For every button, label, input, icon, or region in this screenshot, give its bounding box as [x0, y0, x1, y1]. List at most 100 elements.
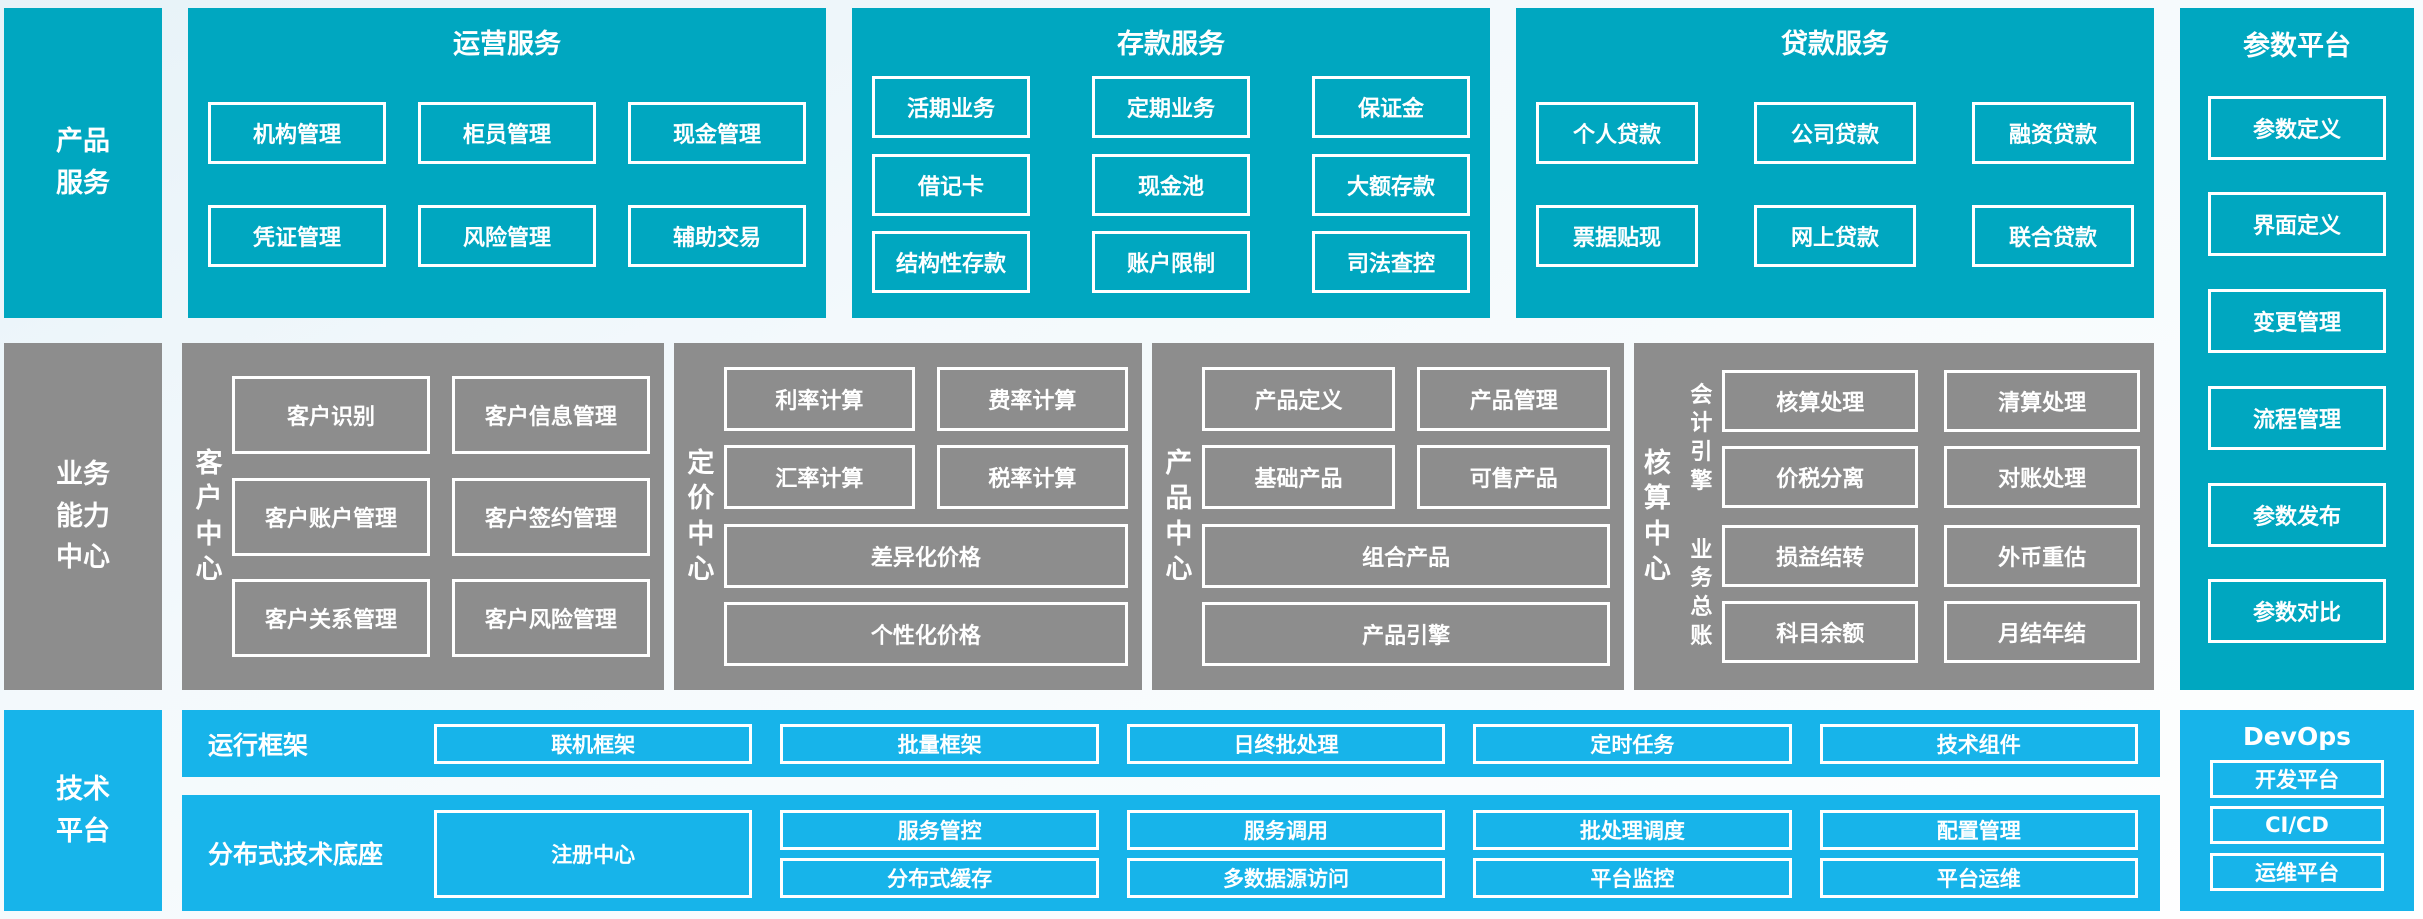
parameter-platform-title: 参数平台: [2243, 31, 2351, 62]
panel-deposit-services: 存款服务 活期业务 定期业务 保证金 借记卡 现金池 大额存款 结构性存款 账户…: [852, 8, 1490, 318]
capability-box: 价税分离: [1722, 446, 1919, 508]
devops-title: DevOps: [2242, 722, 2352, 751]
sidebar-capability-center: 业务能力中心: [4, 343, 162, 690]
capability-box: 科目余额: [1722, 601, 1919, 663]
runtime-framework-boxes: 联机框架 批量框架 日终批处理 定时任务 技术组件: [434, 723, 2138, 764]
panel-operations-title: 运营服务: [453, 29, 561, 60]
service-box: 活期业务: [872, 76, 1030, 139]
service-box: 柜员管理: [418, 102, 596, 164]
devops-box: 开发平台: [2210, 759, 2384, 798]
tech-box: 批处理调度: [1473, 810, 1792, 850]
capability-box: 损益结转: [1722, 525, 1919, 587]
center-product: 产品中心 产品定义 产品管理 基础产品 可售产品 组合产品 产品引擎: [1151, 343, 1625, 690]
parameter-box: 流程管理: [2208, 385, 2386, 450]
capability-box: 客户风险管理: [451, 578, 650, 657]
accounting-engine-grid: 核算处理 清算处理 价税分离 对账处理: [1722, 370, 2140, 508]
tech-platform-main: 运行框架 联机框架 批量框架 日终批处理 定时任务 技术组件 分布式技术底座 注…: [182, 710, 2160, 911]
capability-box: 客户账户管理: [232, 477, 430, 556]
capability-box: 基础产品: [1201, 445, 1396, 510]
tech-box: 服务调用: [1126, 810, 1446, 850]
capability-box: 差异化价格: [723, 523, 1128, 588]
service-box: 保证金: [1312, 76, 1470, 139]
parameter-box: 变更管理: [2208, 289, 2386, 354]
service-box: 机构管理: [208, 102, 386, 164]
capability-box: 客户信息管理: [451, 376, 650, 455]
service-box: 大额存款: [1312, 153, 1470, 216]
panel-operations-services: 运营服务 机构管理 柜员管理 现金管理 凭证管理 风险管理 辅助交易: [188, 8, 826, 318]
business-ledger-group: 业务总账 损益结转 外币重估 科目余额 月结年结: [1680, 525, 2140, 663]
tech-box: 服务管控: [780, 810, 1099, 850]
capability-box: 清算处理: [1944, 370, 2140, 432]
capability-box: 产品管理: [1417, 367, 1611, 432]
product-center-label: 产品中心: [1165, 448, 1193, 585]
operations-grid: 机构管理 柜员管理 现金管理 凭证管理 风险管理 辅助交易: [208, 61, 806, 308]
tech-box: 批量框架: [780, 723, 1099, 764]
distributed-base-label: 分布式技术底座: [208, 840, 384, 869]
tech-box: 配置管理: [1819, 810, 2138, 850]
upper-region: 产品服务 运营服务 机构管理 柜员管理 现金管理 凭证管理 风险管理 辅助交易 …: [4, 8, 2414, 690]
service-box: 借记卡: [872, 153, 1030, 216]
service-box: 定期业务: [1092, 76, 1250, 139]
registry-center-box: 注册中心: [434, 810, 753, 898]
upper-left-region: 产品服务 运营服务 机构管理 柜员管理 现金管理 凭证管理 风险管理 辅助交易 …: [4, 8, 2154, 690]
capability-box: 税率计算: [936, 445, 1128, 510]
tech-platform-row: 技术平台 运行框架 联机框架 批量框架 日终批处理 定时任务 技术组件 分布式技…: [4, 710, 2414, 911]
panel-loan-title: 贷款服务: [1781, 29, 1889, 60]
center-pricing: 定价中心 利率计算 费率计算 汇率计算 税率计算 差异化价格 个性化价格: [673, 343, 1142, 690]
service-box: 凭证管理: [208, 205, 386, 267]
tech-box: 定时任务: [1473, 723, 1792, 764]
sidebar-tech-platform-label: 技术平台: [56, 773, 110, 847]
service-box: 辅助交易: [628, 205, 806, 267]
center-customer: 客户中心 客户识别 客户信息管理 客户账户管理 客户签约管理 客户关系管理 客户…: [182, 343, 664, 690]
parameter-box: 参数定义: [2208, 95, 2386, 160]
accounting-engine-group: 会计引擎 核算处理 清算处理 价税分离 对账处理: [1680, 370, 2140, 508]
sidebar-product-services: 产品服务: [4, 8, 162, 318]
business-ledger-label: 业务总账: [1690, 537, 1713, 649]
devops-box: 运维平台: [2210, 852, 2384, 891]
service-box: 联合贷款: [1972, 205, 2134, 267]
devops-list: 开发平台 CI/CD 运维平台: [2210, 751, 2384, 899]
service-box: 结构性存款: [872, 230, 1030, 293]
service-box: 司法查控: [1312, 230, 1470, 293]
capability-box: 利率计算: [723, 367, 915, 432]
sidebar-tech-platform: 技术平台: [4, 710, 162, 911]
capability-box: 对账处理: [1944, 446, 2140, 508]
capability-box: 核算处理: [1722, 370, 1919, 432]
capability-box: 可售产品: [1417, 445, 1611, 510]
service-box: 风险管理: [418, 205, 596, 267]
tech-box: 平台监控: [1473, 858, 1792, 898]
loan-grid: 个人贷款 公司贷款 融资贷款 票据贴现 网上贷款 联合贷款: [1536, 61, 2134, 308]
panel-devops: DevOps 开发平台 CI/CD 运维平台: [2180, 710, 2414, 911]
product-center-grid: 产品定义 产品管理 基础产品 可售产品 组合产品 产品引擎: [1201, 353, 1611, 680]
pricing-center-grid: 利率计算 费率计算 汇率计算 税率计算 差异化价格 个性化价格: [723, 353, 1128, 680]
customer-center-label: 客户中心: [195, 448, 223, 585]
capability-box: 汇率计算: [723, 445, 915, 510]
customer-center-grid: 客户识别 客户信息管理 客户账户管理 客户签约管理 客户关系管理 客户风险管理: [232, 353, 650, 680]
distributed-base-boxes: 注册中心 服务管控 服务调用 批处理调度 配置管理 分布式缓存 多数据源访问 平…: [434, 795, 2138, 911]
panel-deposit-title: 存款服务: [1117, 29, 1225, 60]
panel-distributed-base: 分布式技术底座 注册中心 服务管控 服务调用 批处理调度 配置管理 分布式缓存 …: [182, 795, 2160, 911]
tech-box: 分布式缓存: [780, 858, 1099, 898]
sidebar-capability-center-label: 业务能力中心: [56, 458, 110, 574]
tech-box: 多数据源访问: [1126, 858, 1446, 898]
product-services-row: 产品服务 运营服务 机构管理 柜员管理 现金管理 凭证管理 风险管理 辅助交易 …: [4, 8, 2154, 318]
sidebar-product-services-label: 产品服务: [56, 126, 110, 199]
accounting-engine-label: 会计引擎: [1690, 382, 1713, 494]
business-ledger-grid: 损益结转 外币重估 科目余额 月结年结: [1722, 525, 2140, 663]
pricing-center-label: 定价中心: [687, 448, 715, 585]
panel-runtime-framework: 运行框架 联机框架 批量框架 日终批处理 定时任务 技术组件: [182, 710, 2160, 777]
tech-box: 平台运维: [1819, 858, 2138, 898]
tech-box: 联机框架: [434, 723, 753, 764]
capability-box: 组合产品: [1201, 523, 1611, 588]
tech-box: 技术组件: [1819, 723, 2138, 764]
devops-box: CI/CD: [2210, 806, 2384, 844]
capability-box: 外币重估: [1944, 525, 2140, 587]
capability-box: 客户识别: [232, 376, 430, 455]
capability-box: 产品引擎: [1201, 601, 1611, 666]
tech-box: 日终批处理: [1126, 723, 1446, 764]
capability-box: 个性化价格: [723, 601, 1128, 666]
capability-box: 客户关系管理: [232, 578, 430, 657]
parameter-platform-list: 参数定义 界面定义 变更管理 流程管理 参数发布 参数对比: [2208, 63, 2386, 676]
panel-loan-services: 贷款服务 个人贷款 公司贷款 融资贷款 票据贴现 网上贷款 联合贷款: [1516, 8, 2154, 318]
